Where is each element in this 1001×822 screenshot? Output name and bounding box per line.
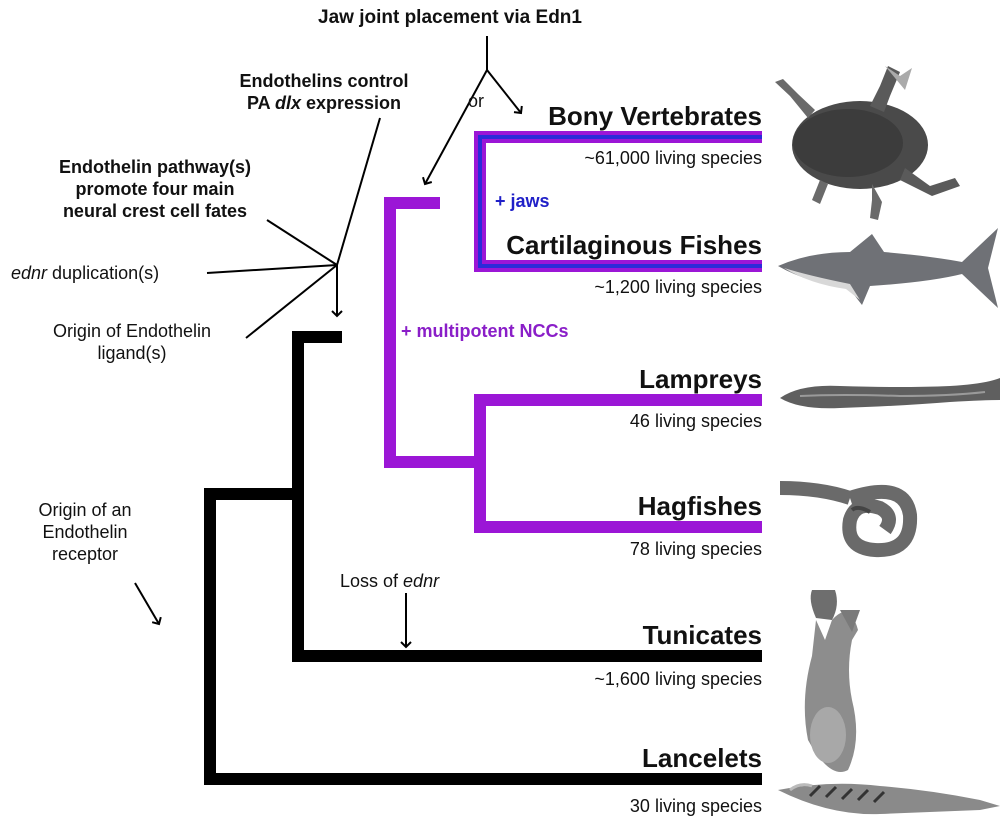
duplication-pointer bbox=[207, 265, 337, 273]
dlx-line1: Endothelins control bbox=[240, 71, 409, 91]
receptor-line3: receptor bbox=[52, 544, 118, 564]
fates-pointer bbox=[267, 220, 337, 265]
receptor-line1: Origin of an bbox=[38, 500, 131, 520]
dlx-annotation: Endothelins control PA dlx expression bbox=[206, 70, 442, 114]
taxon-name-lampreys: Lampreys bbox=[639, 366, 762, 392]
species-count-cartilaginous-fishes: ~1,200 living species bbox=[594, 278, 762, 296]
loss-text: Loss of bbox=[340, 571, 403, 591]
jaw-arrow-to-bony bbox=[487, 70, 521, 113]
jaws-label: + jaws bbox=[495, 192, 550, 210]
fates-line2: promote four main bbox=[75, 179, 234, 199]
dlx-gene: dlx bbox=[275, 93, 301, 113]
dlx-prefix: PA bbox=[247, 93, 275, 113]
taxon-name-hagfishes: Hagfishes bbox=[638, 493, 762, 519]
ligand-annotation: Origin of Endothelin ligand(s) bbox=[20, 320, 244, 364]
dlx-suffix: expression bbox=[301, 93, 401, 113]
fates-annotation: Endothelin pathway(s) promote four main … bbox=[20, 156, 290, 222]
ligand-line2: ligand(s) bbox=[97, 343, 166, 363]
lamprey-illustration bbox=[780, 378, 1000, 408]
species-count-lampreys: 46 living species bbox=[630, 412, 762, 430]
lancelet-illustration bbox=[778, 784, 1000, 814]
fates-line1: Endothelin pathway(s) bbox=[59, 157, 251, 177]
receptor-line2: Endothelin bbox=[42, 522, 127, 542]
dlx-pointer bbox=[337, 118, 380, 265]
ligand-line1: Origin of Endothelin bbox=[53, 321, 211, 341]
shark-illustration bbox=[778, 228, 998, 308]
duplication-text: duplication(s) bbox=[47, 263, 159, 283]
species-count-hagfishes: 78 living species bbox=[630, 540, 762, 558]
taxon-name-cartilaginous-fishes: Cartilaginous Fishes bbox=[506, 232, 762, 258]
receptor-annotation: Origin of an Endothelin receptor bbox=[20, 499, 150, 565]
ligand-pointer bbox=[246, 265, 337, 338]
species-count-bony-vertebrates: ~61,000 living species bbox=[584, 149, 762, 167]
duplication-gene: ednr bbox=[11, 263, 47, 283]
taxon-name-lancelets: Lancelets bbox=[642, 745, 762, 771]
loss-annotation: Loss of ednr bbox=[340, 572, 439, 590]
receptor-arrow bbox=[135, 583, 159, 624]
frog-illustration bbox=[775, 66, 960, 220]
duplication-annotation: ednr duplication(s) bbox=[11, 264, 159, 282]
species-count-lancelets: 30 living species bbox=[630, 797, 762, 815]
species-count-tunicates: ~1,600 living species bbox=[594, 670, 762, 688]
or-label: or bbox=[468, 92, 484, 110]
fates-line3: neural crest cell fates bbox=[63, 201, 247, 221]
taxon-name-tunicates: Tunicates bbox=[643, 622, 762, 648]
multipotent-nccs-label: + multipotent NCCs bbox=[401, 322, 569, 340]
hagfish-illustration bbox=[780, 488, 910, 550]
jaw-joint-label: Jaw joint placement via Edn1 bbox=[318, 8, 582, 27]
organism-illustrations bbox=[775, 66, 1000, 814]
tunicate-illustration bbox=[805, 590, 860, 772]
loss-gene: ednr bbox=[403, 571, 439, 591]
taxon-name-bony-vertebrates: Bony Vertebrates bbox=[548, 103, 762, 129]
